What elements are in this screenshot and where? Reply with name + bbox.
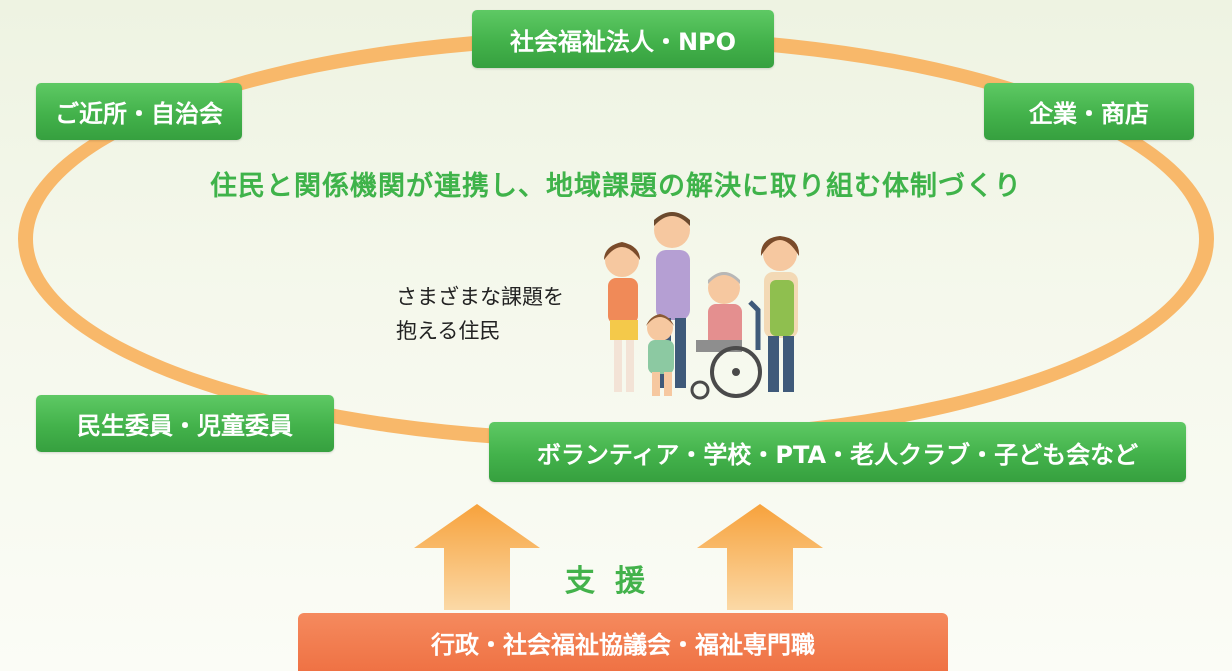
grandfather-wheelchair — [690, 272, 762, 400]
family-wheelchair-illustration — [604, 212, 800, 400]
residents-line-2: 抱える住民 — [396, 319, 501, 343]
node-welfare-commissioners: 民生委員・児童委員 — [36, 395, 334, 452]
headline: 住民と関係機関が連携し、地域課題の解決に取り組む体制づくり — [210, 171, 1022, 202]
node-volunteers-schools: ボランティア・学校・PTA・老人クラブ・子ども会など — [489, 422, 1186, 482]
support-arrow-left — [414, 504, 540, 610]
mother-figure — [760, 236, 800, 392]
administration-box: 行政・社会福祉協議会・福祉専門職 — [298, 613, 948, 671]
residents-label: さまざまな課題を 抱える住民 — [396, 280, 616, 348]
child-figure — [646, 314, 674, 396]
node-companies-shops: 企業・商店 — [984, 83, 1194, 140]
girl-figure — [604, 242, 640, 392]
node-neighborhood-association: ご近所・自治会 — [36, 83, 242, 140]
support-label: 支援 — [565, 564, 665, 599]
support-arrow-right — [697, 504, 823, 610]
node-social-welfare-npo: 社会福祉法人・NPO — [472, 10, 774, 68]
residents-line-1: さまざまな課題を — [396, 285, 564, 309]
